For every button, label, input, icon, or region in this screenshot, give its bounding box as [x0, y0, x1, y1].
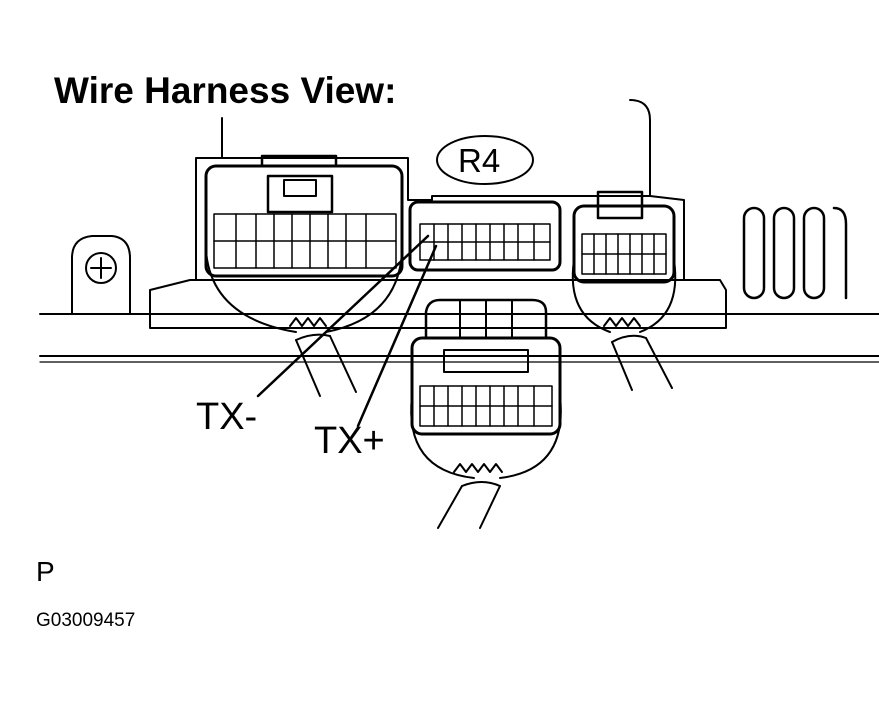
connector-id-label: R4 [458, 142, 501, 179]
tx-plus-label: TX+ [314, 420, 385, 462]
right-connector [571, 190, 677, 333]
left-connector-pin-grid [213, 213, 397, 269]
front-connector [410, 298, 562, 479]
figure-code: G03009457 [36, 610, 136, 631]
front-connector-pin-grid [419, 385, 553, 427]
diagram-title: Wire Harness View: [54, 70, 397, 111]
right-connector-pin-grid [581, 233, 667, 275]
right-wire-harness [603, 317, 673, 391]
r4-connector [408, 200, 562, 272]
relay-fins [742, 206, 848, 300]
front-wire-harness [437, 463, 503, 529]
left-connector [204, 154, 404, 333]
tx-minus-leader-line [256, 234, 430, 398]
mount-screw-icon [71, 235, 131, 315]
ecu-body-outline [39, 99, 879, 363]
connector-id-ellipse [436, 135, 534, 185]
tx-plus-leader-line [356, 244, 438, 428]
tx-minus-label: TX- [196, 396, 258, 438]
left-wire-harness [289, 317, 357, 397]
footer-letter: P [36, 556, 55, 587]
r4-connector-pin-grid [419, 223, 551, 261]
